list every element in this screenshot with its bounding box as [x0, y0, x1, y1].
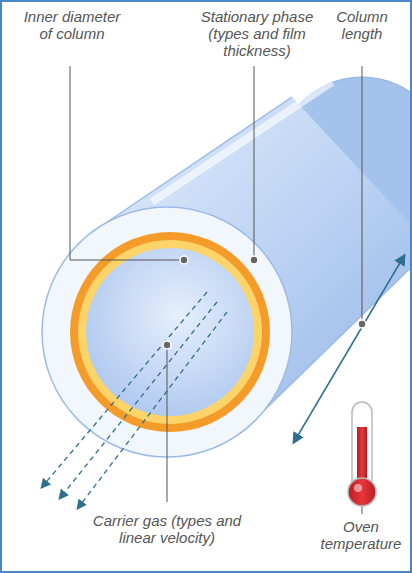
stationary-phase-label: Stationary phase (types and film thickne… [182, 8, 332, 59]
leader-dots [163, 256, 366, 349]
oven-temperature-label: Oven temperature [316, 518, 406, 552]
inner-diameter-label: Inner diameter of column [22, 8, 122, 42]
column-length-label: Column length [322, 8, 402, 42]
column-length-arrow [294, 256, 404, 442]
thermometer-icon [348, 402, 376, 506]
carrier-gas-flow [42, 292, 227, 508]
leader-lines [70, 66, 362, 514]
carrier-gas-label: Carrier gas (types and linear velocity) [82, 512, 252, 546]
